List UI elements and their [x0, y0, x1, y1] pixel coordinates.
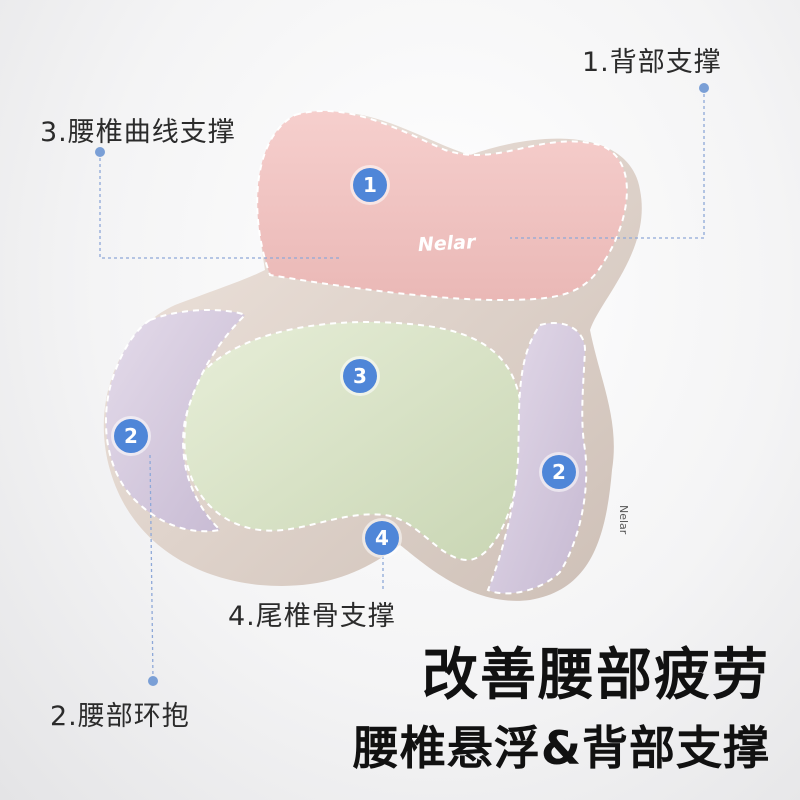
waist-wrap-right: [486, 322, 588, 595]
badge-3: 3: [343, 359, 377, 393]
leader-dot-waist: [148, 676, 158, 686]
label-lumbar-curve: 3.腰椎曲线支撑: [40, 117, 236, 148]
badge-4: 4: [365, 521, 399, 555]
label-waist-wrap: 2.腰部环抱: [50, 701, 190, 732]
headline: 改善腰部疲劳: [422, 643, 770, 708]
waist-wrap-left: [104, 309, 247, 533]
leader-dot-lumbar: [95, 147, 105, 157]
leader-line-waist: [149, 454, 154, 681]
badge-2-right: 2: [542, 455, 576, 489]
leader-dot-back: [699, 83, 709, 93]
badge-1: 1: [353, 168, 387, 202]
leader-line-back: [510, 88, 705, 239]
badge-2-left: 2: [114, 419, 148, 453]
brand-logo-front: Nelar: [417, 231, 477, 256]
back-support-zone: [256, 110, 628, 302]
lumbar-zone: [183, 321, 524, 562]
label-back-support: 1.背部支撑: [582, 47, 722, 78]
subline: 腰椎悬浮&背部支撑: [352, 721, 770, 775]
label-tailbone: 4.尾椎骨支撑: [228, 601, 396, 632]
brand-logo-side: Nelar: [617, 505, 630, 535]
leader-line-lumbar: [99, 152, 340, 259]
